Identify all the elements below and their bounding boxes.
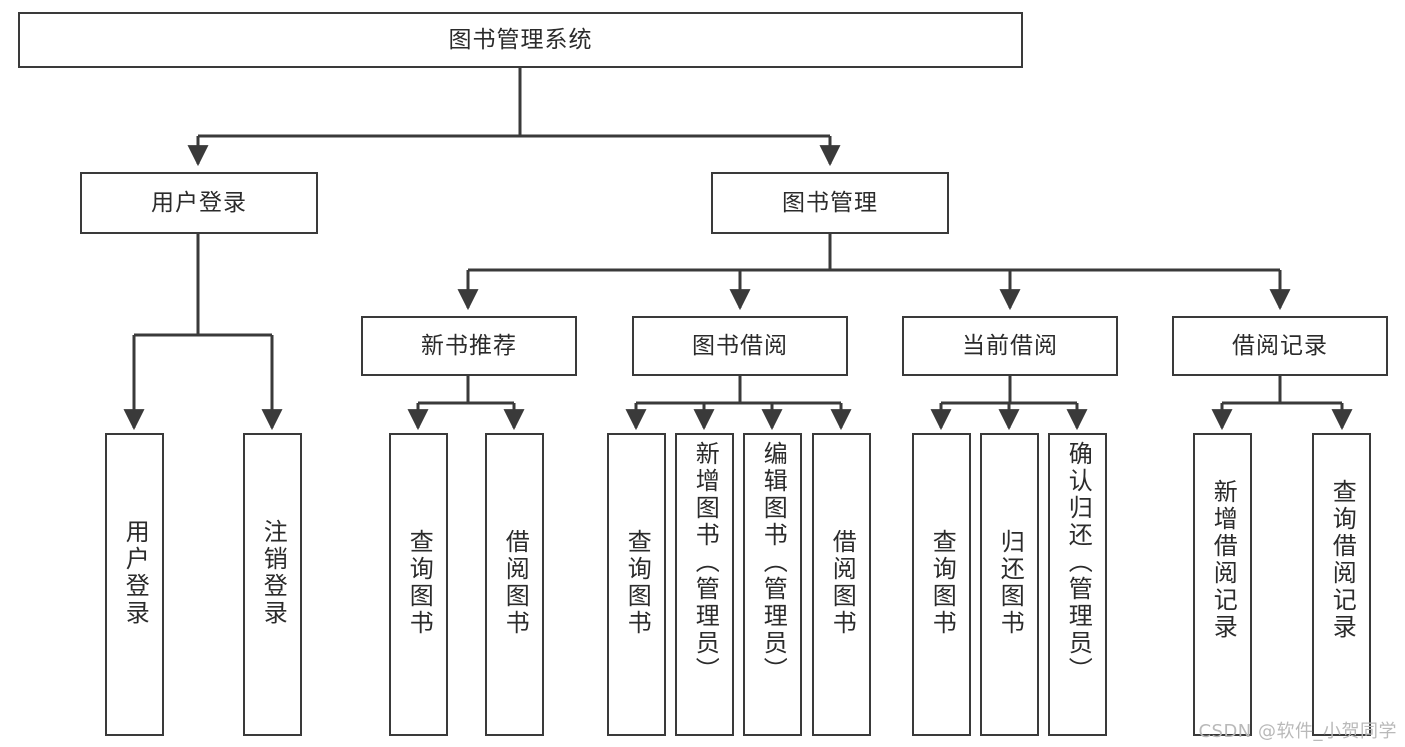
node-book-borrow[interactable]: 图书借阅 [632, 316, 848, 376]
node-new-book-recommend[interactable]: 新书推荐 [361, 316, 577, 376]
node-leaf-confirm-return-admin[interactable]: 确认归还（管理员） [1048, 433, 1107, 736]
node-leaf-query-book-current-label: 查询图书 [928, 529, 957, 637]
node-root-label: 图书管理系统 [448, 26, 593, 53]
node-book-manage[interactable]: 图书管理 [711, 172, 949, 234]
node-root[interactable]: 图书管理系统 [18, 12, 1023, 68]
node-leaf-add-borrow-record[interactable]: 新增借阅记录 [1193, 433, 1252, 736]
node-leaf-edit-book-admin-label: 编辑图书（管理员） [759, 441, 788, 684]
node-leaf-query-book-recommend[interactable]: 查询图书 [389, 433, 448, 736]
node-leaf-user-login-label: 用户登录 [121, 519, 150, 627]
node-new-book-recommend-label: 新书推荐 [421, 332, 517, 359]
node-leaf-query-book-borrow-label: 查询图书 [623, 529, 652, 637]
node-leaf-return-book-label: 归还图书 [996, 529, 1025, 637]
node-leaf-add-borrow-record-label: 新增借阅记录 [1209, 479, 1238, 641]
node-leaf-query-borrow-record[interactable]: 查询借阅记录 [1312, 433, 1371, 736]
node-user-login[interactable]: 用户登录 [80, 172, 318, 234]
node-current-borrow[interactable]: 当前借阅 [902, 316, 1118, 376]
node-leaf-edit-book-admin[interactable]: 编辑图书（管理员） [743, 433, 802, 736]
node-leaf-query-book-current[interactable]: 查询图书 [912, 433, 971, 736]
node-leaf-add-book-admin[interactable]: 新增图书（管理员） [675, 433, 734, 736]
node-borrow-record-label: 借阅记录 [1232, 332, 1328, 359]
node-leaf-borrow-book-recommend-label: 借阅图书 [501, 529, 530, 637]
node-leaf-query-book-recommend-label: 查询图书 [405, 529, 434, 637]
watermark: CSDN @软件_小贺同学 [1198, 721, 1397, 742]
node-leaf-user-logout-label: 注销登录 [259, 519, 288, 627]
node-leaf-add-book-admin-label: 新增图书（管理员） [691, 441, 720, 684]
node-leaf-return-book[interactable]: 归还图书 [980, 433, 1039, 736]
node-borrow-record[interactable]: 借阅记录 [1172, 316, 1388, 376]
node-leaf-query-book-borrow[interactable]: 查询图书 [607, 433, 666, 736]
node-leaf-borrow-book[interactable]: 借阅图书 [812, 433, 871, 736]
node-current-borrow-label: 当前借阅 [962, 332, 1058, 359]
node-leaf-user-login[interactable]: 用户登录 [105, 433, 164, 736]
node-leaf-borrow-book-recommend[interactable]: 借阅图书 [485, 433, 544, 736]
node-leaf-confirm-return-admin-label: 确认归还（管理员） [1064, 441, 1093, 684]
node-leaf-user-logout[interactable]: 注销登录 [243, 433, 302, 736]
node-leaf-query-borrow-record-label: 查询借阅记录 [1328, 479, 1357, 641]
node-book-borrow-label: 图书借阅 [692, 332, 788, 359]
node-user-login-label: 用户登录 [151, 189, 247, 216]
node-leaf-borrow-book-label: 借阅图书 [828, 529, 857, 637]
node-book-manage-label: 图书管理 [782, 189, 878, 216]
